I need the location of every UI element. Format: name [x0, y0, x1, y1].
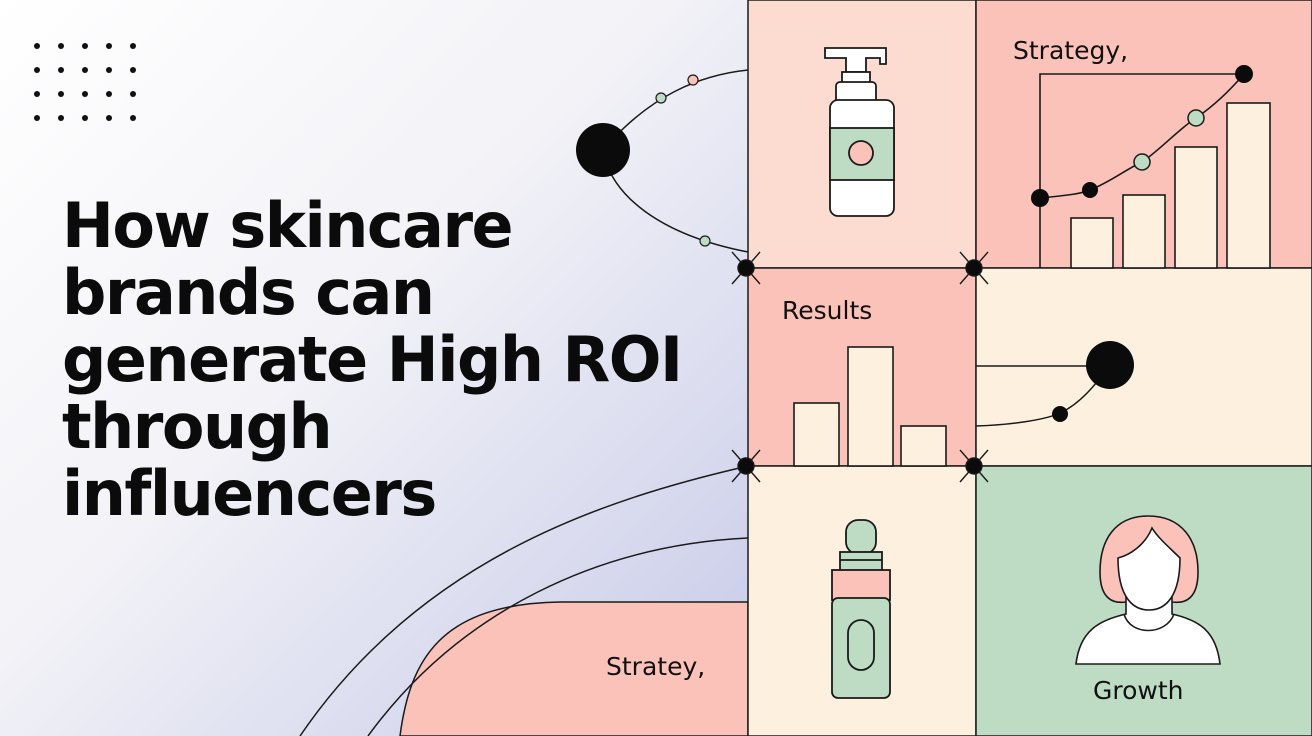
pink-wave-shape	[399, 601, 749, 736]
node-small-1	[687, 74, 699, 86]
chart-point-4	[1187, 109, 1205, 127]
chart-point-5	[1235, 65, 1253, 83]
chart-point-2	[1082, 182, 1098, 198]
node-small-right	[1052, 406, 1068, 422]
node-small-2	[655, 92, 667, 104]
label-growth: Growth	[1093, 676, 1184, 705]
node-large-left	[576, 123, 630, 177]
results-bar-chart-icon	[793, 346, 947, 467]
headline-line-1: How skincare	[62, 189, 514, 262]
headline-line-2: brands can	[62, 256, 435, 329]
headline: How skincare brands can generate High RO…	[62, 192, 722, 527]
headline-line-3: generate High ROI	[62, 323, 683, 396]
headline-line-5: influencers	[62, 457, 437, 530]
junction-nodes	[731, 251, 989, 483]
headline-line-4: through	[62, 390, 333, 463]
chart-point-1	[1031, 189, 1049, 207]
woman-avatar-icon	[1075, 515, 1221, 665]
dropper-bottle-icon	[831, 519, 891, 699]
label-strategy-bottom: Stratey,	[606, 652, 706, 681]
chart-point-3	[1133, 153, 1151, 171]
label-results: Results	[782, 296, 873, 325]
dot-grid-decoration	[34, 43, 136, 121]
node-large-right	[1086, 341, 1134, 389]
growth-bar-chart-icon	[1039, 73, 1271, 269]
pump-bottle-icon	[824, 47, 895, 217]
node-small-3	[699, 235, 711, 247]
label-strategy-top: Strategy,	[1013, 36, 1129, 65]
panel-connector	[975, 267, 1312, 467]
